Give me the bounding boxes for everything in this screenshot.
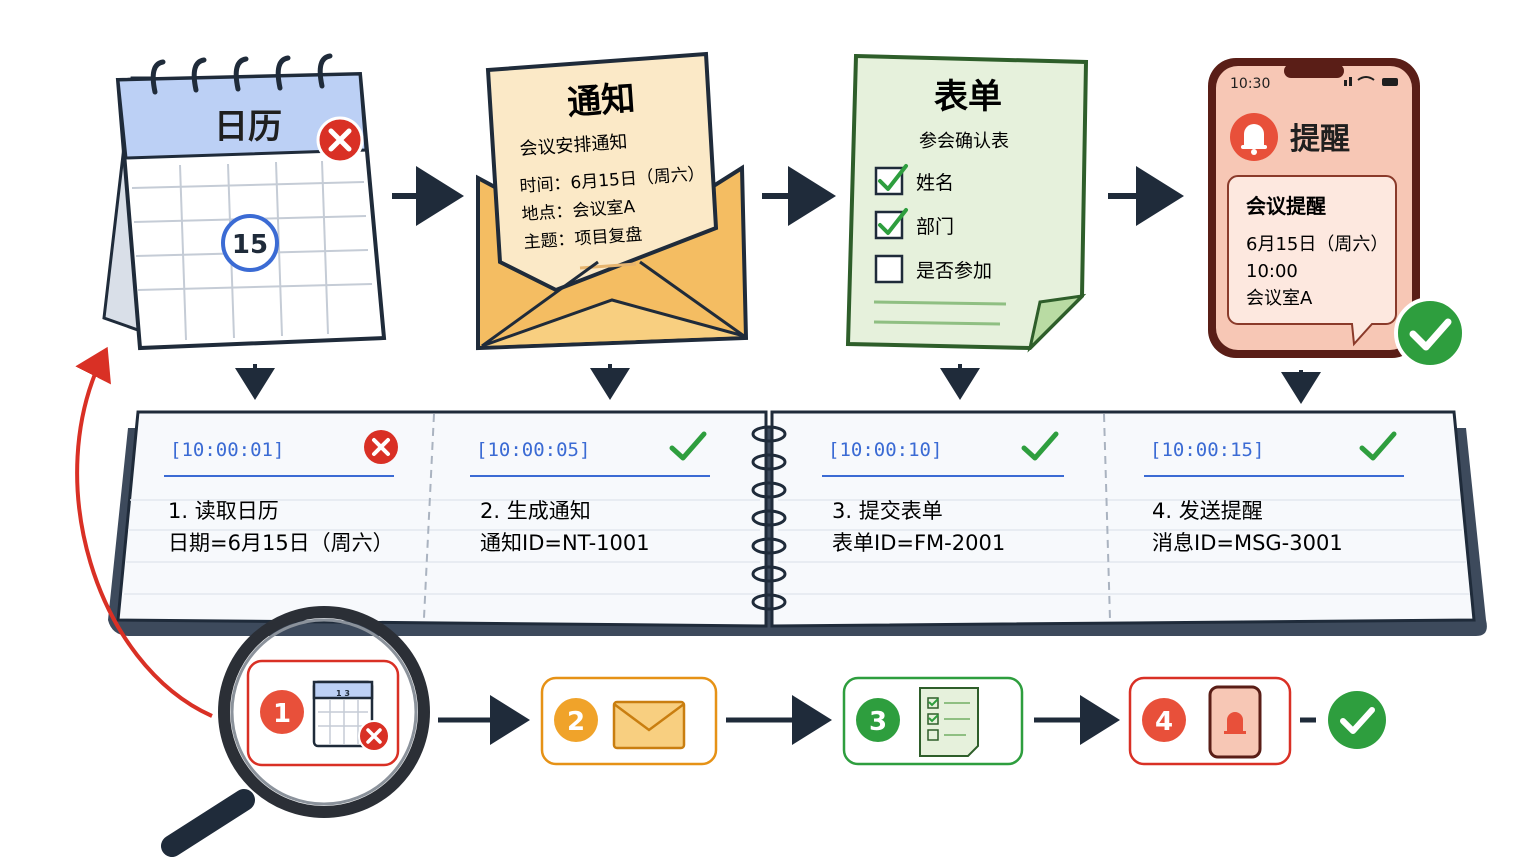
log-check-icon xyxy=(1021,431,1059,461)
phone-status-icons xyxy=(1344,76,1398,86)
log-detail: 消息ID=MSG-3001 xyxy=(1152,531,1343,555)
step-1-error-icon xyxy=(358,720,390,752)
phone-line-date: 6月15日（周六） xyxy=(1246,234,1388,255)
log-error-x xyxy=(372,438,390,456)
form-field-label: 是否参加 xyxy=(916,260,992,282)
calendar-icon: 1 3 xyxy=(312,680,374,748)
log-timestamp: [10:00:15] xyxy=(1150,439,1264,461)
bell-icon xyxy=(1230,113,1278,161)
down-arrows xyxy=(235,364,1321,404)
log-detail: 表单ID=FM-2001 xyxy=(832,531,1005,555)
phone-bell-icon xyxy=(1208,685,1262,759)
form-check-icon-2 xyxy=(878,208,908,235)
form-field-label: 姓名 xyxy=(916,172,954,194)
step-3-box: 3 xyxy=(842,676,1024,766)
calendar-day: 15 xyxy=(232,230,268,260)
log-check-icon xyxy=(1359,431,1397,461)
form-subtitle: 参会确认表 xyxy=(919,131,1009,152)
calendar-icon-label: 1 3 xyxy=(336,689,350,698)
calendar-card: 日历 15 xyxy=(102,53,387,351)
step-1-box: 1 1 3 xyxy=(246,659,400,767)
log-timestamp: [10:00:05] xyxy=(476,439,590,461)
checklist-icon xyxy=(919,687,979,757)
calendar-rings xyxy=(150,53,333,95)
phone-title: 提醒 xyxy=(1290,122,1350,157)
log-timestamp: [10:00:01] xyxy=(170,439,284,461)
form-checkbox-3 xyxy=(874,254,904,284)
notice-card: 通知 会议安排通知 时间：6月15日（周六） 地点：会议室A 主题：项目复盘 xyxy=(476,51,749,351)
form-check-icon-1 xyxy=(878,164,908,191)
log-step: 4. 发送提醒 xyxy=(1152,499,1263,523)
done-check-icon xyxy=(1328,691,1386,749)
phone-line-time: 10:00 xyxy=(1246,261,1298,282)
log-step: 3. 提交表单 xyxy=(832,499,943,523)
step-4-box: 4 xyxy=(1128,676,1292,766)
step-4-number: 4 xyxy=(1155,707,1173,737)
retry-loop-arrow xyxy=(75,346,213,718)
phone-time: 10:30 xyxy=(1230,76,1270,92)
calendar-day-circle xyxy=(221,214,279,272)
envelope-icon xyxy=(612,700,686,750)
log-detail: 通知ID=NT-1001 xyxy=(480,531,650,555)
spiral-binding xyxy=(751,425,787,611)
phone-bubble-title: 会议提醒 xyxy=(1246,194,1326,218)
notice-title: 通知 xyxy=(566,79,637,124)
magnifier-icon xyxy=(161,606,430,857)
log-step: 1. 读取日历 xyxy=(168,499,279,523)
log-step: 2. 生成通知 xyxy=(480,499,591,523)
form-field-label: 部门 xyxy=(916,216,954,238)
step-2-number: 2 xyxy=(567,707,585,737)
calendar-title: 日历 xyxy=(214,107,282,147)
phone-line-room: 会议室A xyxy=(1246,288,1313,309)
log-check-icon xyxy=(669,431,707,461)
log-detail: 日期=6月15日（周六） xyxy=(168,531,394,555)
step-1-number: 1 xyxy=(273,699,291,729)
log-timestamp: [10:00:10] xyxy=(828,439,942,461)
success-check-icon xyxy=(1394,297,1466,369)
phone-card: 10:30 提醒 会议提醒 6月15日（周六） 10:00 会议室A xyxy=(1208,58,1466,369)
form-title: 表单 xyxy=(934,77,1002,117)
error-x-icon xyxy=(316,116,364,164)
step-2-box: 2 xyxy=(540,676,718,766)
step-3-number: 3 xyxy=(869,707,887,737)
